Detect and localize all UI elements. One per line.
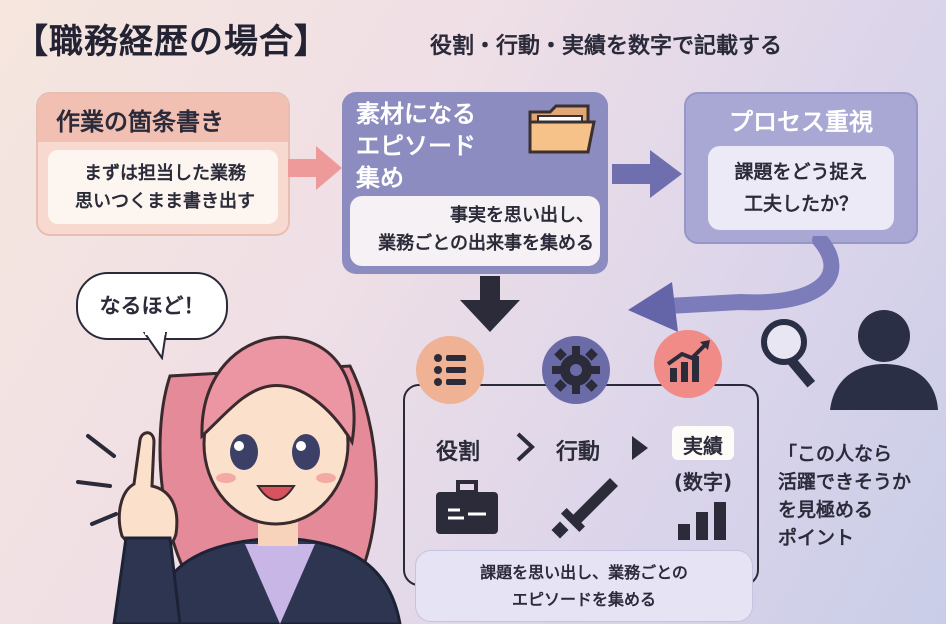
text-line: を見極める — [778, 499, 874, 521]
text-line: 素材になる — [356, 100, 476, 128]
text-line: まずは担当した業務 — [84, 163, 246, 184]
summary-pill: 課題を思い出し、業務ごとの エピソードを集める — [415, 550, 753, 622]
action-label: 行動 — [556, 440, 601, 465]
text-line: エピソード — [356, 132, 476, 160]
text-line: 思いつくまま書き出す — [75, 191, 255, 212]
step-card-listing: 作業の箇条書き まずは担当した業務 思いつくまま書き出す — [36, 92, 290, 236]
sword-icon — [551, 478, 618, 539]
result-label: 実績 — [683, 434, 723, 458]
step-card-title: 素材になる エピソード 集め — [356, 98, 506, 194]
text-line: 課題を思い出し、業務ごとの — [480, 563, 688, 582]
text-line: 工夫したか？ — [743, 193, 858, 215]
result-pill — [672, 426, 734, 460]
triangle-right-icon — [630, 434, 650, 468]
result-sub-label: (数字) — [673, 470, 733, 494]
gear-icon — [552, 346, 600, 394]
arrow-down-icon — [460, 276, 520, 332]
step-card-text: 事実を思い出し、 業務ごとの出来事を集める — [358, 202, 594, 258]
step-card-header — [38, 94, 288, 142]
person-silhouette-icon — [830, 310, 938, 410]
arrow-right-icon — [288, 146, 342, 190]
text-line: 活躍できそうか — [778, 471, 912, 493]
text-line: 事実を思い出し、 — [450, 205, 594, 226]
woman-character-illustration — [76, 335, 402, 624]
speech-bubble: なるほど！ — [76, 272, 228, 340]
summary-text: 課題を思い出し、業務ごとの エピソードを集める — [416, 559, 752, 613]
step-card-text: 課題をどう捉え 工夫したか？ — [708, 156, 894, 220]
curved-arrow-icon — [628, 236, 840, 332]
speech-text: なるほど！ — [99, 294, 205, 318]
role-circle — [416, 336, 484, 404]
bars-icon — [678, 502, 726, 540]
step-card-text: まずは担当した業務 思いつくまま書き出す — [60, 160, 270, 216]
action-circle — [542, 336, 610, 404]
step-card-body: 課題をどう捉え 工夫したか？ — [708, 146, 894, 230]
step-card-title: 作業の箇条書き — [56, 108, 224, 136]
text-line: 業務ごとの出来事を集める — [378, 233, 594, 254]
page-subtitle: 役割・行動・実績を数字で記載する — [430, 34, 783, 59]
step-card-body: 事実を思い出し、 業務ごとの出来事を集める — [350, 196, 600, 266]
text-line: 集め — [356, 164, 404, 192]
step-card-title: プロセス重視 — [729, 108, 873, 136]
text-line: 「この人なら — [778, 443, 893, 465]
chart-up-icon — [666, 340, 710, 382]
list-icon — [434, 354, 466, 386]
folder-icon — [528, 104, 596, 154]
step-card-body: まずは担当した業務 思いつくまま書き出す — [48, 150, 278, 224]
text-line: ポイント — [778, 527, 855, 549]
arrow-right-icon — [612, 150, 682, 198]
bubble-tail-icon — [142, 332, 168, 360]
step-card-episodes: 素材になる エピソード 集め 事実を思い出し、 業務ごとの出来事を集める — [342, 92, 608, 274]
chevron-right-icon — [514, 432, 538, 468]
recruiter-quote: 「この人なら 活躍できそうか を見極める ポイント — [778, 440, 946, 552]
role-label: 役割 — [436, 440, 481, 465]
text-line: 課題をどう捉え — [734, 161, 868, 183]
briefcase-icon — [436, 480, 498, 534]
result-circle — [654, 330, 722, 398]
step-card-process: プロセス重視 課題をどう捉え 工夫したか？ — [684, 92, 918, 244]
magnifier-icon — [761, 319, 816, 388]
text-line: エピソードを集める — [511, 590, 656, 609]
page-title: 【職務経歴の場合】 — [14, 22, 329, 62]
